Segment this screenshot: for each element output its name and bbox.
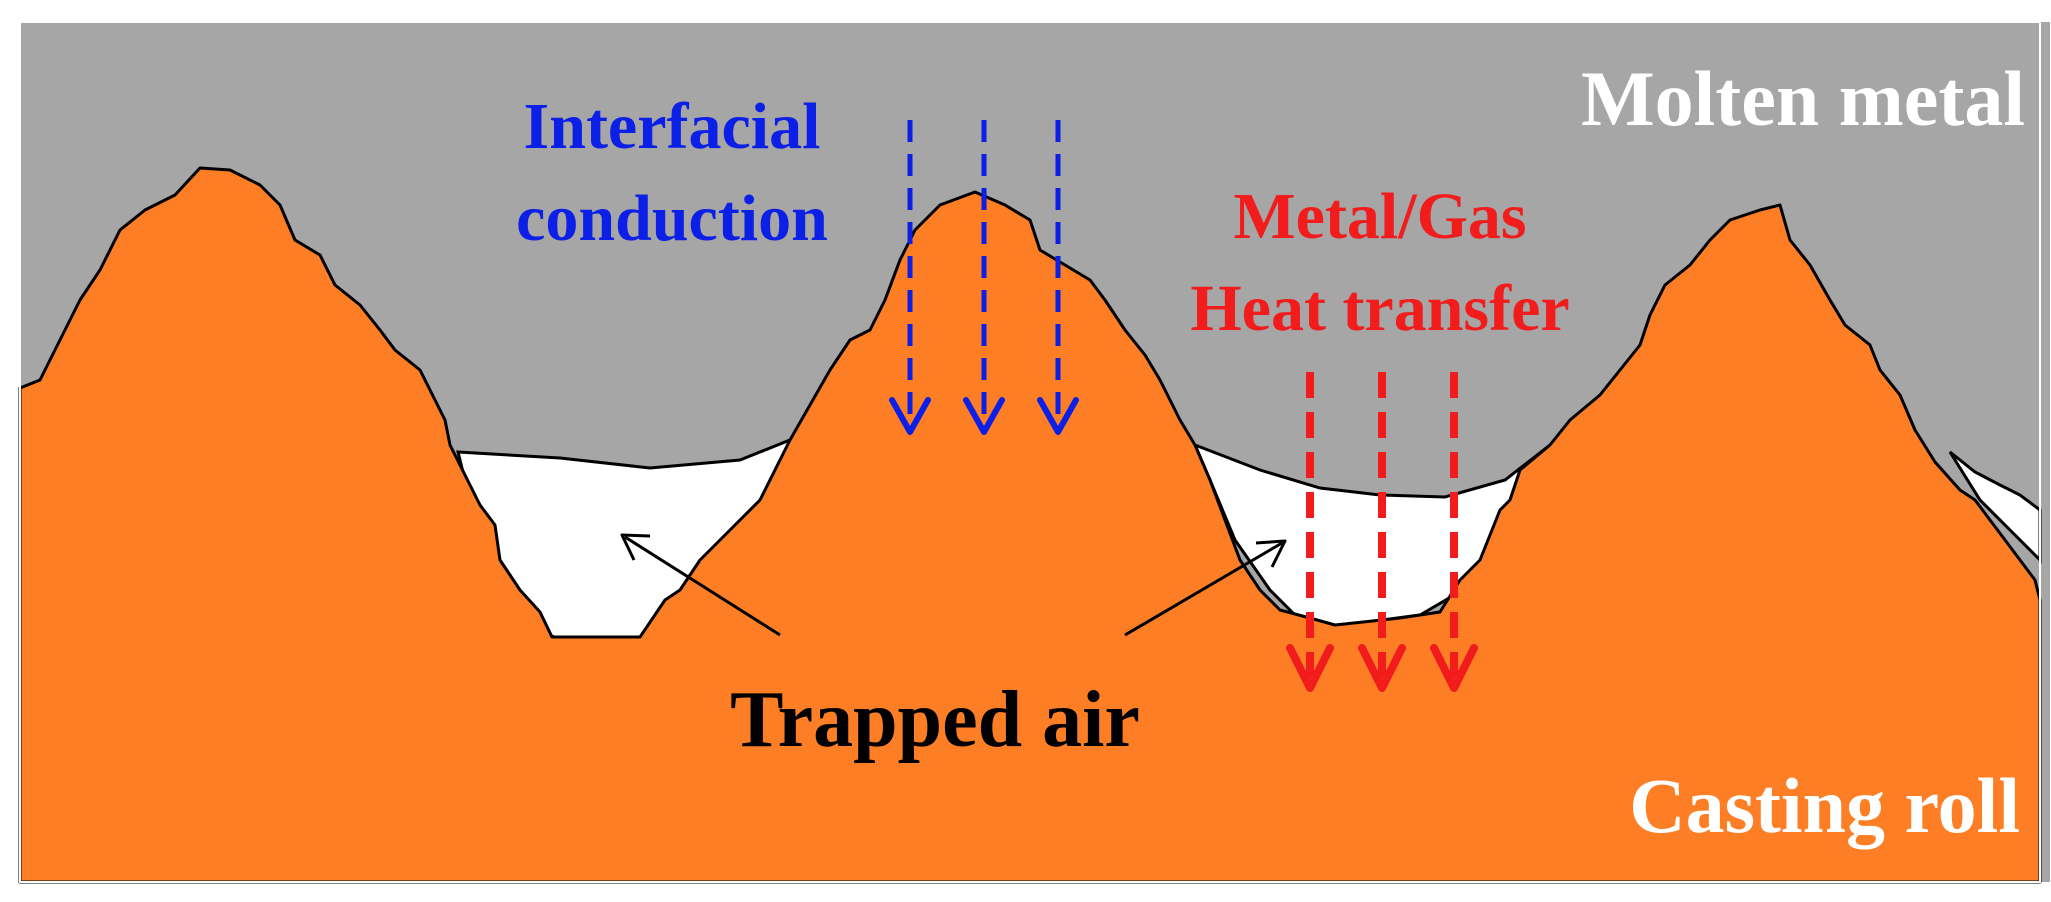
- trapped-air-label: Trapped air: [730, 676, 1140, 764]
- pointer-arrowhead-right: [1255, 539, 1287, 568]
- trapped-air-pointers: [620, 533, 1287, 637]
- casting-roll-region: [18, 166, 2042, 884]
- metal-gas-arrowhead-3: [1430, 644, 1478, 692]
- pointer-arrow-left: [624, 535, 781, 637]
- metal-gas-label-line2: Heat transfer: [1190, 272, 1569, 345]
- interfacial-arrowhead-2: [963, 397, 1005, 435]
- interfacial-conduction-label-line1: Interfacial: [524, 90, 821, 163]
- pointer-arrowhead-left: [620, 533, 651, 561]
- casting-roll-label: Casting roll: [1629, 762, 2020, 849]
- pointer-arrow-right: [1124, 541, 1283, 637]
- metal-gas-arrows: [1286, 372, 1478, 692]
- interfacial-arrowhead-3: [1037, 397, 1079, 435]
- interfacial-conduction-arrows: [889, 120, 1079, 435]
- metal-gas-label-line1: Metal/Gas: [1233, 180, 1526, 253]
- metal-gas-arrowhead-2: [1358, 644, 1406, 692]
- molten-metal-label: Molten metal: [1581, 55, 2025, 142]
- metal-gas-arrowhead-1: [1286, 644, 1334, 692]
- diagram-frame: [19, 21, 2041, 883]
- interfacial-conduction-label-line2: conduction: [516, 182, 828, 255]
- interfacial-arrowhead-1: [889, 397, 931, 435]
